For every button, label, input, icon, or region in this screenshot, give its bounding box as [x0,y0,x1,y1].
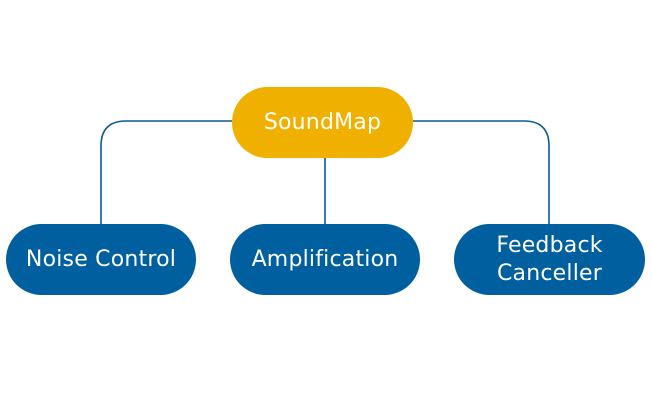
soundmap-node: SoundMap [232,87,413,158]
noise-control-node: Noise Control [6,224,196,295]
noise-control-label: Noise Control [25,246,177,272]
feedback-canceller-node: Feedback Canceller [454,224,645,295]
amplification-label: Amplification [251,246,399,272]
amplification-node: Amplification [230,224,420,295]
feedback-canceller-label: Feedback Canceller [496,232,603,286]
soundmap-label: SoundMap [263,109,382,135]
connector-root-to-noise-control [100,120,232,224]
connector-root-to-feedback-canceller [413,120,550,224]
